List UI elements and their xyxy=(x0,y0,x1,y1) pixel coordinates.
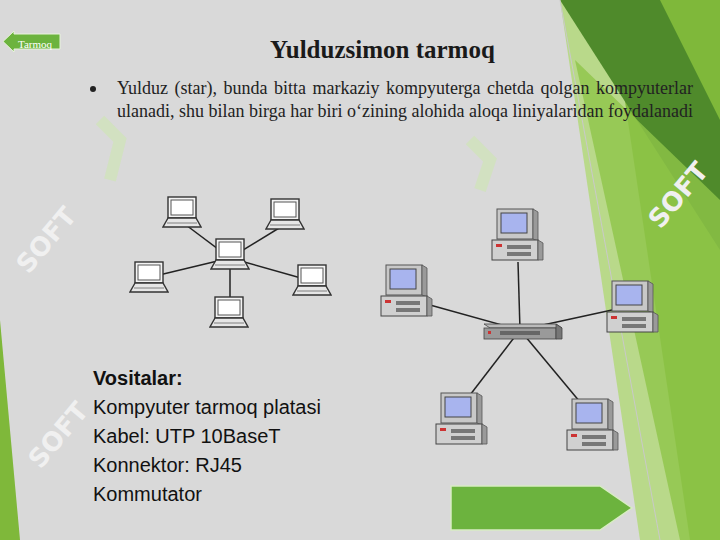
button-label: Tarmoq xyxy=(18,38,52,50)
watermark: SOFT xyxy=(22,396,94,474)
tool-item: Kabel: UTP 10BaseT xyxy=(93,424,281,448)
watermark: SOFT xyxy=(10,201,82,279)
tool-item: Kompyuter tarmoq platasi xyxy=(93,395,321,419)
back-button: Tarmoq xyxy=(2,30,61,53)
tools-heading: Vositalar: xyxy=(93,366,183,390)
slide-title: Yulduzsimon tarmoq xyxy=(270,36,495,64)
tool-item: Kommutator xyxy=(93,482,202,506)
bullet-text: Yulduz (star), bunda bitta markaziy komp… xyxy=(117,77,693,123)
tool-item: Konnektor: RJ45 xyxy=(93,453,242,477)
